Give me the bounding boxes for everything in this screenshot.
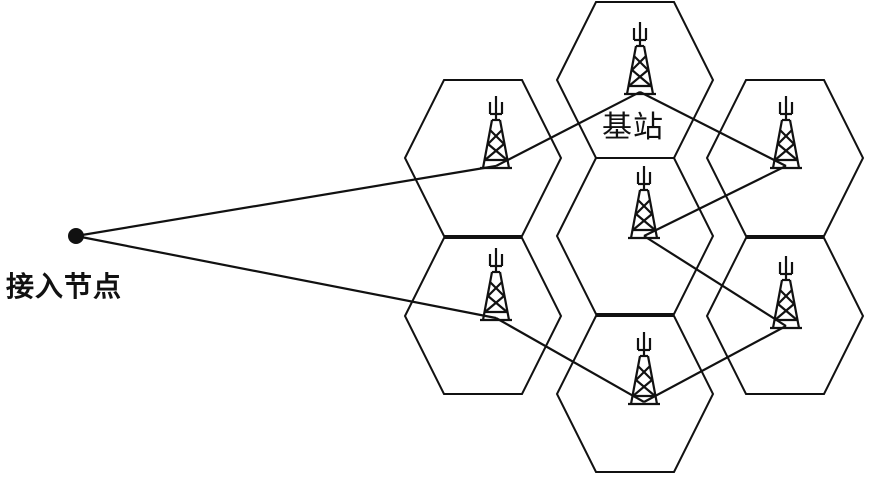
base-station-label: 基站 [602, 110, 664, 145]
hex-cell-center [555, 157, 715, 315]
link-tower-bottom-to-tower-lower-left [495, 317, 645, 403]
link-tower-lower-right-to-tower-bottom [643, 325, 787, 403]
hex-cell-upper-right [705, 79, 865, 237]
tower-lower-right-icon [770, 256, 802, 330]
tower-upper-right-icon [770, 96, 802, 170]
tower-lower-left-icon [480, 248, 512, 322]
link-access-node-to-tower-lower-left [75, 234, 497, 320]
tower-bottom-icon [628, 332, 660, 406]
tower-center-icon [628, 166, 660, 240]
towers-layer [480, 22, 802, 406]
link-access-node-to-tower-upper-left [75, 164, 497, 238]
tower-upper-left-icon [480, 96, 512, 170]
hex-cell-lower-right [705, 237, 865, 395]
hex-cell-upper-left [403, 79, 563, 237]
cells-layer [403, 0, 865, 473]
link-tower-center-to-tower-lower-right [643, 235, 787, 327]
tower-top-icon [624, 22, 656, 96]
link-tower-top-to-tower-upper-right [639, 91, 787, 167]
access-node-dot [68, 228, 84, 244]
link-tower-upper-right-to-tower-center [643, 165, 787, 237]
access-node-label: 接入节点 [6, 270, 123, 303]
links-layer [75, 91, 787, 403]
hex-cell-bottom [555, 315, 715, 473]
hex-cell-lower-left [403, 237, 563, 395]
link-tower-upper-left-to-tower-top [495, 91, 641, 167]
